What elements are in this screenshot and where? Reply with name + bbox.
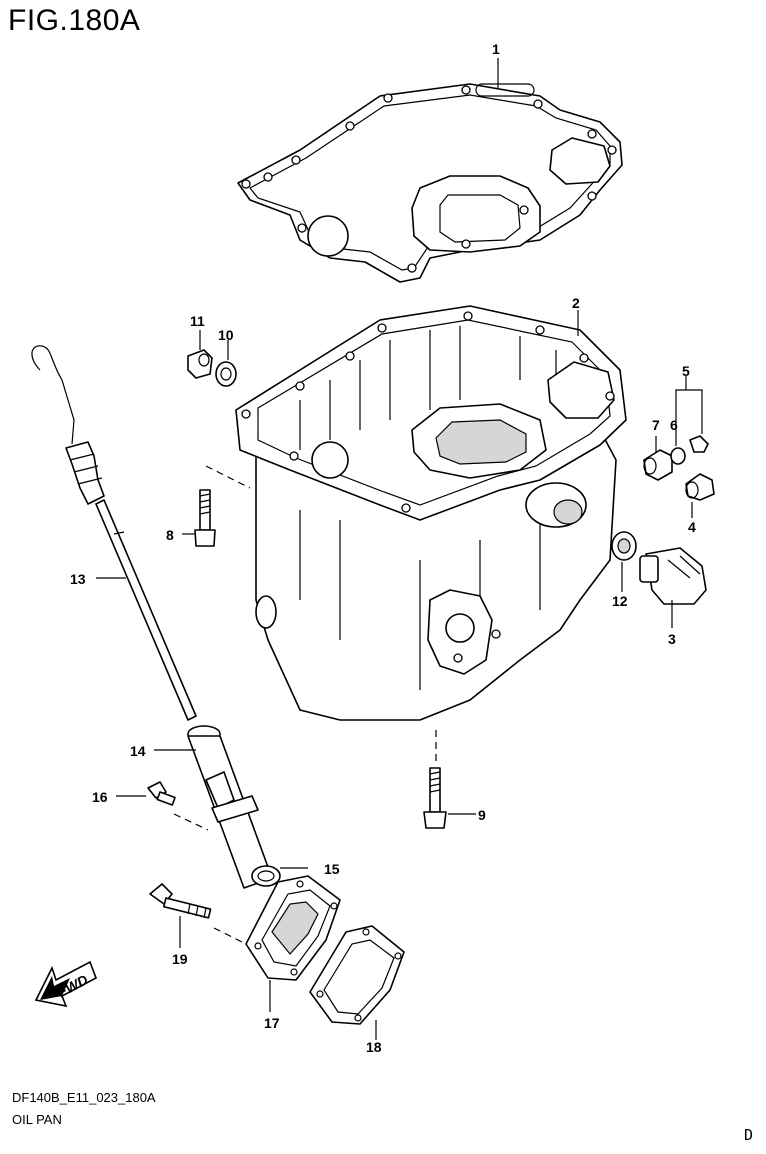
callout-labels: 1 2 3 4 5 6 7 8 9 10 11 12 13 14 15 16 1…	[70, 41, 696, 1055]
callout-13: 13	[70, 571, 86, 587]
bolt-part-8	[194, 489, 216, 547]
callout-3: 3	[668, 631, 676, 647]
callout-12: 12	[612, 593, 628, 609]
leader-lines	[96, 58, 703, 1040]
callout-15: 15	[324, 861, 340, 877]
callout-18: 18	[366, 1039, 382, 1055]
callout-9: 9	[478, 807, 486, 823]
callout-14: 14	[130, 743, 146, 759]
plug-part-11	[187, 349, 213, 379]
gasket-part-10	[215, 361, 237, 387]
oil-pan-part-2	[235, 305, 627, 721]
gasket-part-1	[237, 83, 623, 283]
o-ring-part-15	[251, 865, 281, 887]
diagram-code: DF140B_E11_023_180A	[12, 1090, 156, 1105]
callout-1: 1	[492, 41, 500, 57]
drain-plug-part-3	[639, 547, 707, 605]
callout-8: 8	[166, 527, 174, 543]
center-lines	[173, 465, 437, 945]
bolt-part-9	[423, 767, 447, 829]
callout-7: 7	[652, 417, 660, 433]
callout-2: 2	[572, 295, 580, 311]
oil-pipe-part-14	[187, 725, 273, 889]
callout-5: 5	[682, 363, 690, 379]
figure-title: FIG.180A	[8, 4, 141, 37]
gasket-part-18	[309, 925, 405, 1025]
callout-6: 6	[670, 417, 678, 433]
callout-16: 16	[92, 789, 108, 805]
cap-part-4	[685, 473, 715, 501]
callout-4: 4	[688, 519, 696, 535]
bolt-part-16	[147, 781, 176, 806]
callout-11: 11	[190, 313, 205, 329]
strainer-case-part-17	[245, 875, 341, 981]
fwd-arrow-icon: FWD	[34, 960, 97, 1008]
gasket-part-12	[611, 531, 637, 561]
callout-17: 17	[264, 1015, 280, 1031]
washer-part-6	[670, 447, 686, 465]
union-part-7	[643, 449, 673, 481]
dipstick-part-13	[31, 345, 197, 721]
callout-19: 19	[172, 951, 188, 967]
bolt-part-19	[149, 883, 212, 919]
screw-part-5	[689, 435, 709, 453]
corner-mark: D	[744, 1126, 754, 1144]
diagram-caption: OIL PAN	[12, 1112, 62, 1127]
callout-10: 10	[218, 327, 234, 343]
